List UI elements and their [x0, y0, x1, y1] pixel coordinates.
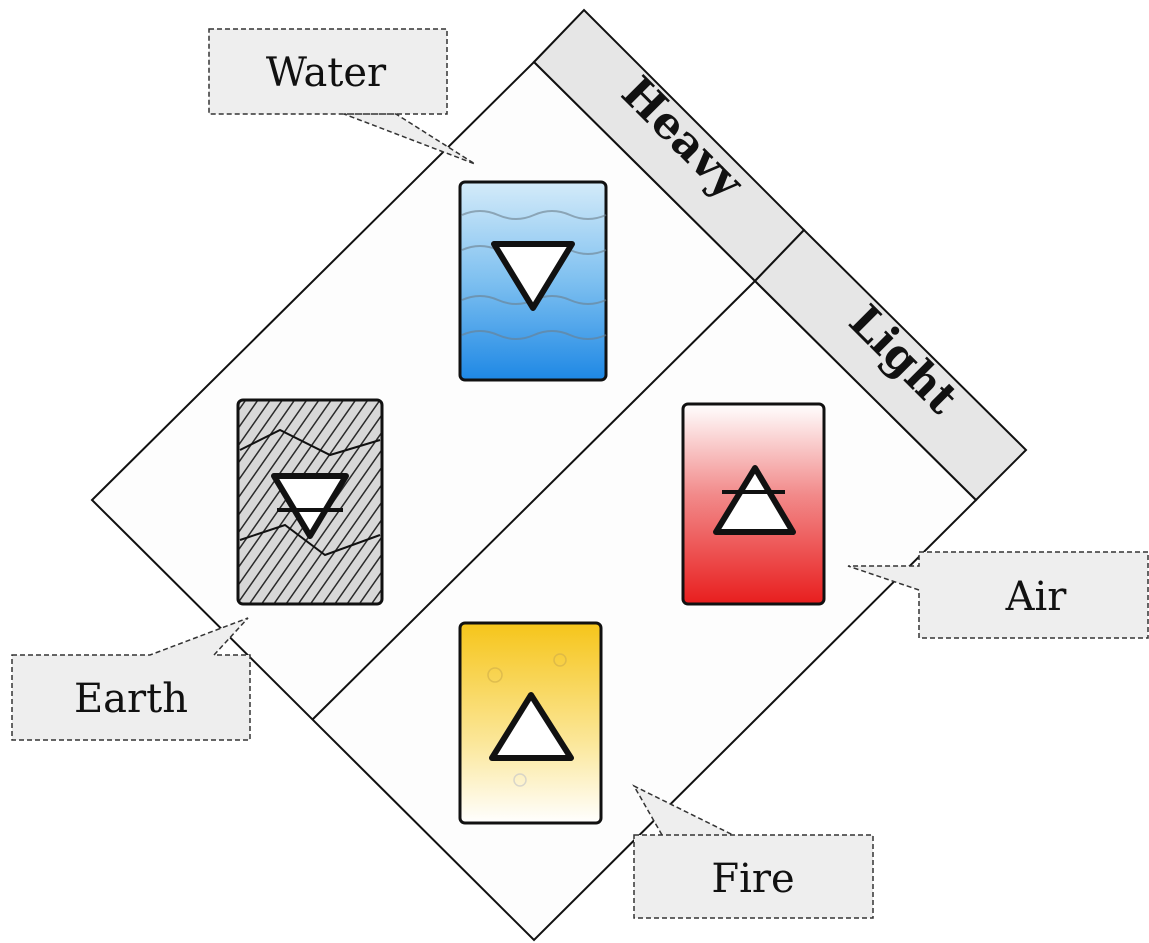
light-band [753, 228, 1028, 502]
air-callout: Air [847, 551, 1149, 639]
earth-callout-label: Earth [74, 676, 188, 722]
water-callout-label: Water [266, 50, 387, 96]
air-triangle-icon [713, 465, 796, 535]
earth-triangle-icon [271, 473, 349, 539]
water-triangle-icon [491, 241, 575, 311]
earth-callout: Earth [11, 617, 251, 741]
air-callout-label: Air [1005, 574, 1068, 620]
water-callout: Water [208, 28, 476, 165]
fire-callout: Fire [632, 784, 874, 919]
heavy-light-divider [311, 280, 756, 721]
earth-card [236, 398, 384, 606]
air-card [681, 402, 826, 606]
fire-triangle-icon [489, 692, 574, 761]
water-card [458, 180, 608, 382]
fire-card [458, 621, 603, 825]
fire-callout-label: Fire [711, 856, 794, 902]
